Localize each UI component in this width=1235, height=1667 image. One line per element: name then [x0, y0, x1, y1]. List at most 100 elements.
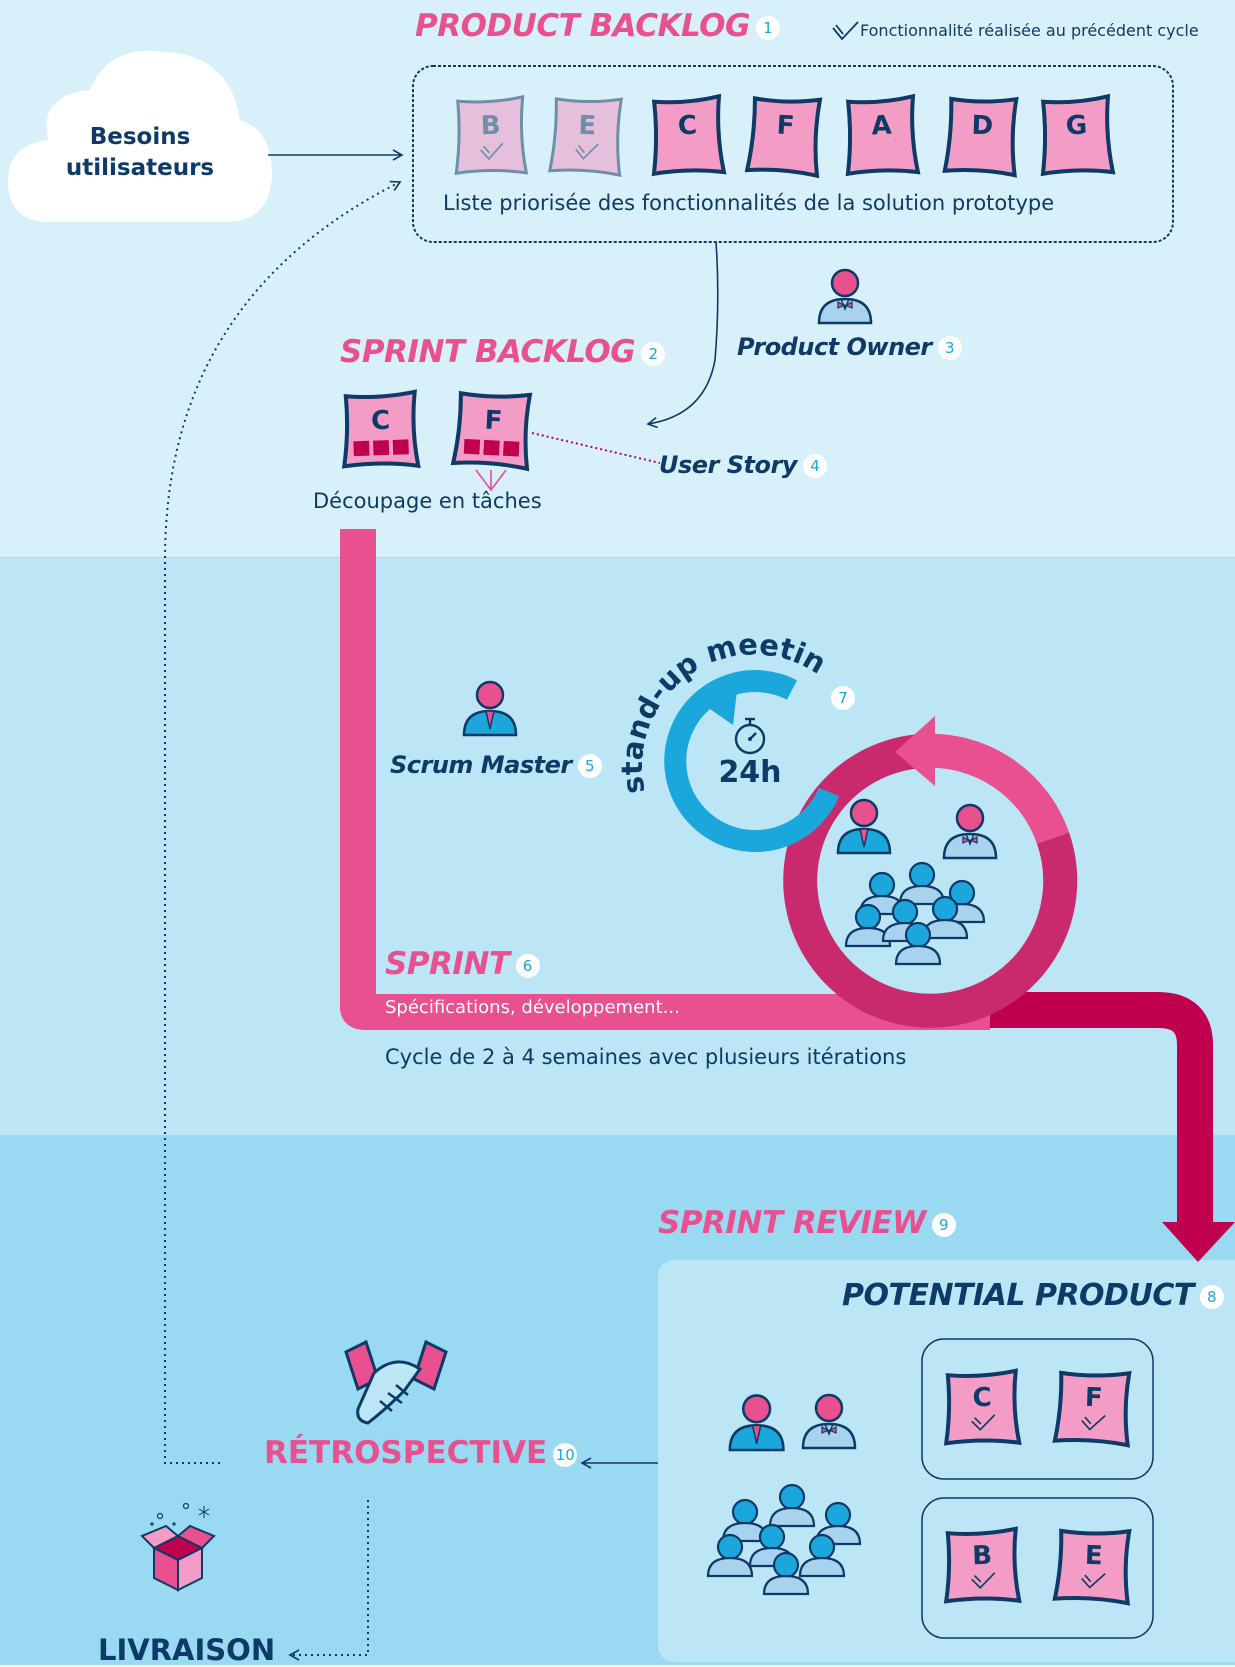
scrum-master-number: 5	[577, 754, 602, 778]
retrospective-number: 10	[553, 1442, 578, 1467]
sprint-card-f: F	[450, 390, 533, 472]
sprint-review-title: SPRINT REVIEW	[658, 1205, 926, 1241]
sprint-to-review-arrowhead	[1162, 1222, 1235, 1262]
legend-check-icon	[832, 21, 859, 41]
user-story-text: User Story	[659, 451, 797, 479]
review-team	[706, 1393, 862, 1596]
sprint-card-c-task	[392, 439, 409, 455]
standup-number-wrap: 7	[831, 686, 855, 710]
potential-product-title: POTENTIAL PRODUCT	[842, 1278, 1194, 1313]
user-story-number: 4	[802, 454, 827, 478]
background-middle-band	[0, 557, 1235, 1136]
sprint-backlog-caption: Découpage en tâches	[313, 489, 542, 513]
cloud-label-line2: utilisateurs	[65, 155, 215, 181]
backlog-card-f-letter: F	[776, 111, 795, 142]
cloud-shape	[8, 50, 272, 222]
backlog-card-e-check-icon	[575, 143, 599, 160]
product-card-e-check-icon	[1081, 1573, 1106, 1589]
sprint-card-f-task	[463, 438, 481, 455]
retro-to-delivery-arrow	[288, 1500, 369, 1661]
cloud-label: Besoins utilisateurs	[36, 122, 244, 184]
standup-ring	[664, 670, 840, 853]
potential-product-group-1	[921, 1338, 1154, 1480]
product-owner-number: 3	[937, 336, 962, 360]
backlog-card-d-letter: D	[971, 111, 994, 142]
product-card-e: E	[1052, 1528, 1132, 1606]
product-backlog-frame	[412, 65, 1174, 243]
product-card-b: B	[943, 1526, 1022, 1604]
sprint-card-c-task	[373, 440, 390, 456]
gift-box-icon	[140, 1502, 216, 1592]
sprint-card-f-task	[503, 440, 520, 457]
handshake-icon	[344, 1339, 448, 1425]
stopwatch-icon	[734, 717, 766, 755]
backlog-card-a: A	[845, 93, 921, 177]
product-owner-text: Product Owner	[737, 333, 932, 361]
product-card-f: F	[1052, 1370, 1132, 1448]
sprint-backlog-number: 2	[641, 341, 666, 366]
user-story-connector	[531, 432, 661, 464]
sprint-card-f-letter: F	[484, 406, 503, 437]
sprint-card-c-letter: C	[371, 406, 391, 437]
product-card-b-check-icon	[971, 1572, 996, 1589]
sprint-number: 6	[515, 953, 540, 978]
legend-text: Fonctionnalité réalisée au précédent cyc…	[860, 21, 1199, 40]
product-card-e-letter: E	[1084, 1541, 1103, 1572]
iteration-loop	[783, 716, 1078, 1028]
backlog-to-sprint-arrow	[646, 241, 719, 429]
product-backlog-caption: Liste priorisée des fonctionnalités de l…	[443, 191, 1055, 215]
backlog-card-g: G	[1040, 93, 1116, 177]
potential-product-number: 8	[1199, 1284, 1224, 1309]
product-owner-figure	[817, 268, 873, 325]
product-card-c: C	[943, 1368, 1022, 1446]
backlog-card-a-letter: A	[871, 111, 893, 142]
product-backlog-title: PRODUCT BACKLOG	[415, 8, 750, 44]
sprint-card-c: C	[341, 389, 421, 469]
task-split-lines	[475, 469, 507, 492]
feedback-loop	[164, 180, 402, 1464]
sprint-backlog-title: SPRINT BACKLOG	[340, 334, 636, 370]
product-card-c-letter: C	[972, 1383, 992, 1414]
backlog-card-c-letter: C	[677, 111, 698, 142]
potential-product-cards: C F B E	[943, 1368, 1132, 1606]
sprint-card-c-task	[353, 440, 370, 457]
product-backlog-number: 1	[755, 15, 780, 40]
sprint-subtitle: Spécifications, développement...	[385, 997, 680, 1018]
sprint-caption: Cycle de 2 à 4 semaines avec plusieurs i…	[385, 1045, 907, 1069]
sprint-card-f-task	[483, 439, 500, 456]
product-card-b-letter: B	[972, 1541, 993, 1572]
potential-product-group-2	[921, 1497, 1154, 1639]
backlog-card-f: F	[744, 95, 823, 179]
product-card-f-letter: F	[1084, 1383, 1103, 1414]
standup-number: 7	[831, 686, 855, 710]
scrum-master-figure	[462, 680, 518, 737]
backlog-card-e: E	[547, 97, 624, 178]
backlog-card-g-letter: G	[1065, 110, 1088, 141]
sprint-review-number: 9	[931, 1212, 956, 1237]
livraison-label: LIVRAISON	[98, 1633, 276, 1667]
backlog-card-b: B	[454, 94, 529, 176]
backlog-card-b-letter: B	[480, 111, 501, 142]
product-card-c-check-icon	[971, 1414, 996, 1431]
backlog-card-c: C	[651, 93, 727, 177]
retrospective-label: RÉTROSPECTIVE	[264, 1435, 548, 1471]
sprint-team	[836, 798, 998, 966]
backlog-card-b-check-icon	[480, 142, 504, 161]
sprint-flow-bar	[340, 529, 990, 1030]
backlog-card-d: D	[942, 96, 1019, 178]
scrum-master-text: Scrum Master	[390, 751, 572, 779]
sprint-to-review-flow	[990, 992, 1213, 1230]
product-card-f-check-icon	[1081, 1415, 1106, 1431]
cloud-label-line1: Besoins	[89, 124, 191, 150]
